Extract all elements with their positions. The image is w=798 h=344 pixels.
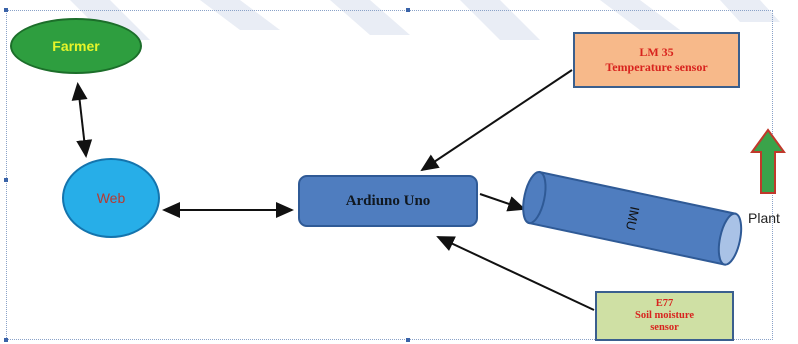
frame-handle-bl bbox=[4, 338, 8, 342]
e77-subtitle: Soil moisture bbox=[634, 310, 695, 321]
lm35-title: LM 35 bbox=[639, 45, 674, 59]
farmer-web-arrow bbox=[71, 82, 93, 158]
arduino-label: Ardiuno Uno bbox=[345, 192, 431, 209]
lm35-arduino-arrow bbox=[420, 69, 573, 172]
frame-handle-tm bbox=[406, 8, 410, 12]
e77-node: E77 Soil moisture sensor bbox=[595, 291, 734, 341]
farmer-node: Farmer bbox=[10, 18, 142, 74]
frame-handle-ml bbox=[4, 178, 8, 182]
arduino-imu-arrow bbox=[479, 193, 526, 212]
web-label: Web bbox=[96, 190, 126, 206]
imu-label: IMU bbox=[623, 205, 643, 231]
e77-title: E77 bbox=[655, 298, 674, 309]
lm35-node: LM 35 Temperature sensor bbox=[573, 32, 740, 88]
web-node: Web bbox=[62, 158, 160, 238]
frame-handle-bm bbox=[406, 338, 410, 342]
imu-cylinder: IMU bbox=[522, 170, 743, 266]
frame-handle-tl bbox=[4, 8, 8, 12]
plant-label: Plant bbox=[748, 210, 780, 226]
e77-subtitle-2: sensor bbox=[650, 322, 679, 333]
e77-arduino-arrow bbox=[436, 236, 595, 311]
lm35-subtitle: Temperature sensor bbox=[605, 60, 708, 74]
arduino-node: Ardiuno Uno bbox=[298, 175, 478, 227]
plant-arrow-icon bbox=[750, 128, 786, 194]
farmer-label: Farmer bbox=[52, 38, 100, 54]
